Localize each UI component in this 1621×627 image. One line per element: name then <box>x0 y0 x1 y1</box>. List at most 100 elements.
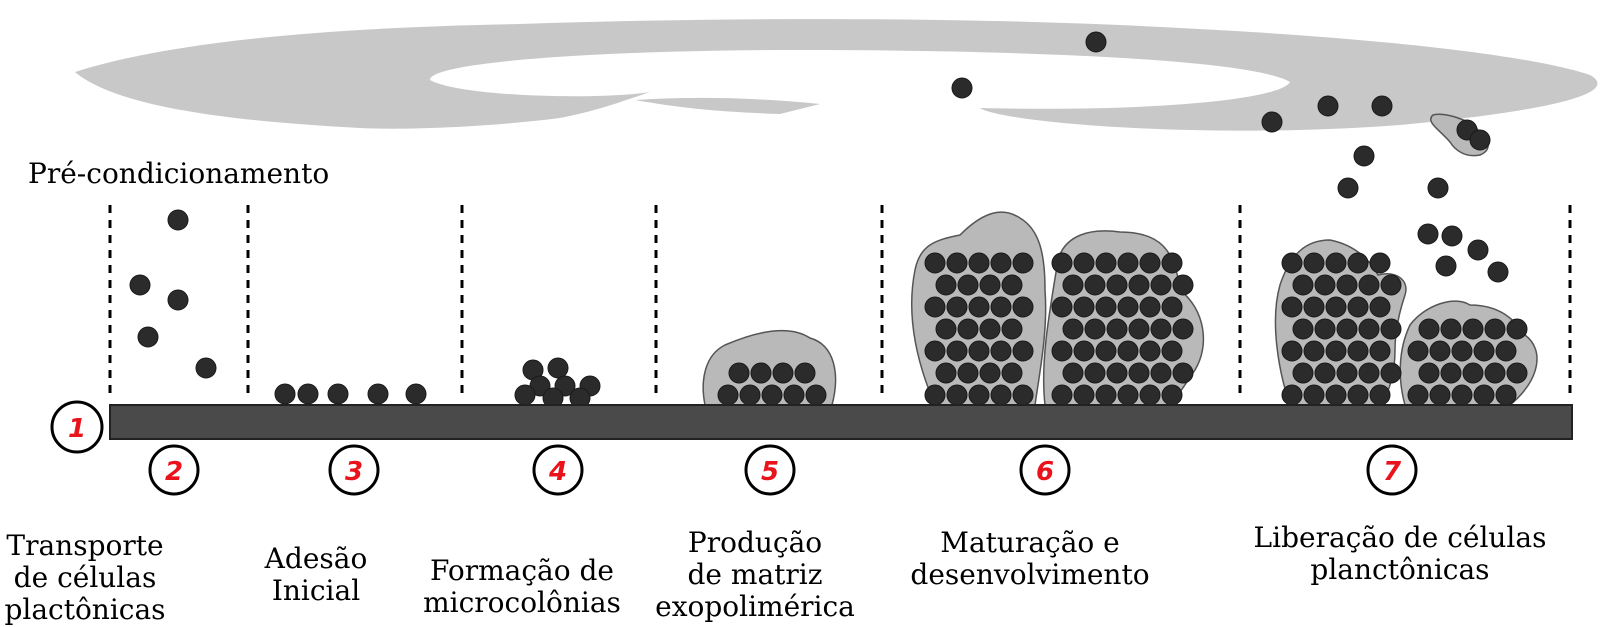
cell-dot <box>1358 362 1380 384</box>
cell-dot <box>935 274 957 296</box>
matrix-stage6-right <box>1042 230 1205 406</box>
cell-dot <box>1325 296 1347 318</box>
cell-dot <box>990 252 1012 274</box>
cell-dot <box>1117 252 1139 274</box>
cell-dot <box>1073 340 1095 362</box>
cell-dot <box>1484 318 1506 340</box>
cell-dot <box>1139 252 1161 274</box>
cells <box>129 31 1528 409</box>
cell-dot <box>195 357 217 379</box>
cell-dot <box>1336 274 1358 296</box>
cell-dot <box>1128 274 1150 296</box>
step-2-line2: de células <box>13 561 157 594</box>
cell-dot <box>1073 384 1095 406</box>
step-7-line2: planctônicas <box>1310 553 1490 586</box>
step-7-label: Liberação de células planctônicas <box>1220 522 1580 586</box>
cell-dot <box>1292 318 1314 340</box>
cell-dot <box>1369 252 1391 274</box>
cell-dot <box>1418 362 1440 384</box>
cell-dot <box>1314 274 1336 296</box>
cell-dot <box>968 384 990 406</box>
cell-dot <box>1161 384 1183 406</box>
cell-dot <box>1106 362 1128 384</box>
cell-dot <box>990 384 1012 406</box>
cell-dot <box>1062 362 1084 384</box>
cell-dot <box>1012 252 1034 274</box>
cell-dot <box>1292 274 1314 296</box>
cell-dot <box>1095 252 1117 274</box>
step-2-line1: Transporte <box>6 529 164 562</box>
cell-dot <box>1325 252 1347 274</box>
cell-dot <box>1095 296 1117 318</box>
cell-dot <box>514 384 536 406</box>
cell-dot <box>1427 177 1449 199</box>
step-2-label: Transporte de células plactônicas <box>0 530 170 626</box>
step-1-number: 1 <box>68 414 86 444</box>
cell-dot <box>946 296 968 318</box>
cell-dot <box>1407 384 1429 406</box>
cell-dot <box>968 340 990 362</box>
cell-dot <box>1062 274 1084 296</box>
cell-dot <box>1336 362 1358 384</box>
step-2-number: 2 <box>165 457 183 487</box>
cell-dot <box>1001 362 1023 384</box>
cell-dot <box>935 318 957 340</box>
cell-dot <box>1317 95 1339 117</box>
cell-dot <box>750 362 772 384</box>
cell-dot <box>1484 362 1506 384</box>
surface-bar <box>109 404 1573 440</box>
step-3-circle <box>328 444 380 496</box>
cell-dot <box>957 318 979 340</box>
cell-dot <box>1084 318 1106 340</box>
step-7-number: 7 <box>1383 457 1402 487</box>
cell-dot <box>979 362 1001 384</box>
cell-dot <box>1371 95 1393 117</box>
cell-dot <box>968 296 990 318</box>
cell-dot <box>1117 384 1139 406</box>
cell-dot <box>1084 362 1106 384</box>
cell-dot <box>1380 274 1402 296</box>
cell-dot <box>1261 111 1283 133</box>
cell-dot <box>1347 340 1369 362</box>
step-2-marker: 2 <box>148 444 200 496</box>
step-3-label: Adesão Inicial <box>246 543 386 607</box>
cell-dot <box>547 357 569 379</box>
cell-dot <box>129 274 151 296</box>
cell-dot <box>1495 384 1517 406</box>
cell-dot <box>1429 384 1451 406</box>
cell-dot <box>1139 384 1161 406</box>
cell-dot <box>1051 384 1073 406</box>
step-2-line3: plactônicas <box>4 593 166 626</box>
cell-dot <box>739 384 761 406</box>
cell-dot <box>924 384 946 406</box>
cell-dot <box>1380 362 1402 384</box>
precondition-title: Pré-condicionamento <box>28 157 330 190</box>
step-5-line3: exopolimérica <box>655 590 855 623</box>
cell-dot <box>1462 318 1484 340</box>
step-6-circle <box>1019 444 1071 496</box>
cell-dot <box>1469 129 1491 151</box>
cell-dot <box>1001 274 1023 296</box>
step-4-marker: 4 <box>532 444 584 496</box>
cell-dot <box>979 274 1001 296</box>
cell-dot <box>794 362 816 384</box>
cell-dot <box>990 296 1012 318</box>
cell-dot <box>1435 255 1457 277</box>
cell-dot <box>783 384 805 406</box>
cell-dot <box>1325 384 1347 406</box>
cell-dot <box>1117 340 1139 362</box>
cell-dot <box>405 383 427 405</box>
cell-dot <box>946 384 968 406</box>
cell-dot <box>1128 362 1150 384</box>
step-4-number: 4 <box>548 457 567 487</box>
cell-dot <box>1281 296 1303 318</box>
cell-dot <box>1347 252 1369 274</box>
cell-dot <box>1012 340 1034 362</box>
cell-dot <box>772 362 794 384</box>
cell-dot <box>1095 384 1117 406</box>
flow-swirl <box>75 19 1598 131</box>
cell-dot <box>1353 145 1375 167</box>
cell-dot <box>327 383 349 405</box>
cell-dot <box>990 340 1012 362</box>
